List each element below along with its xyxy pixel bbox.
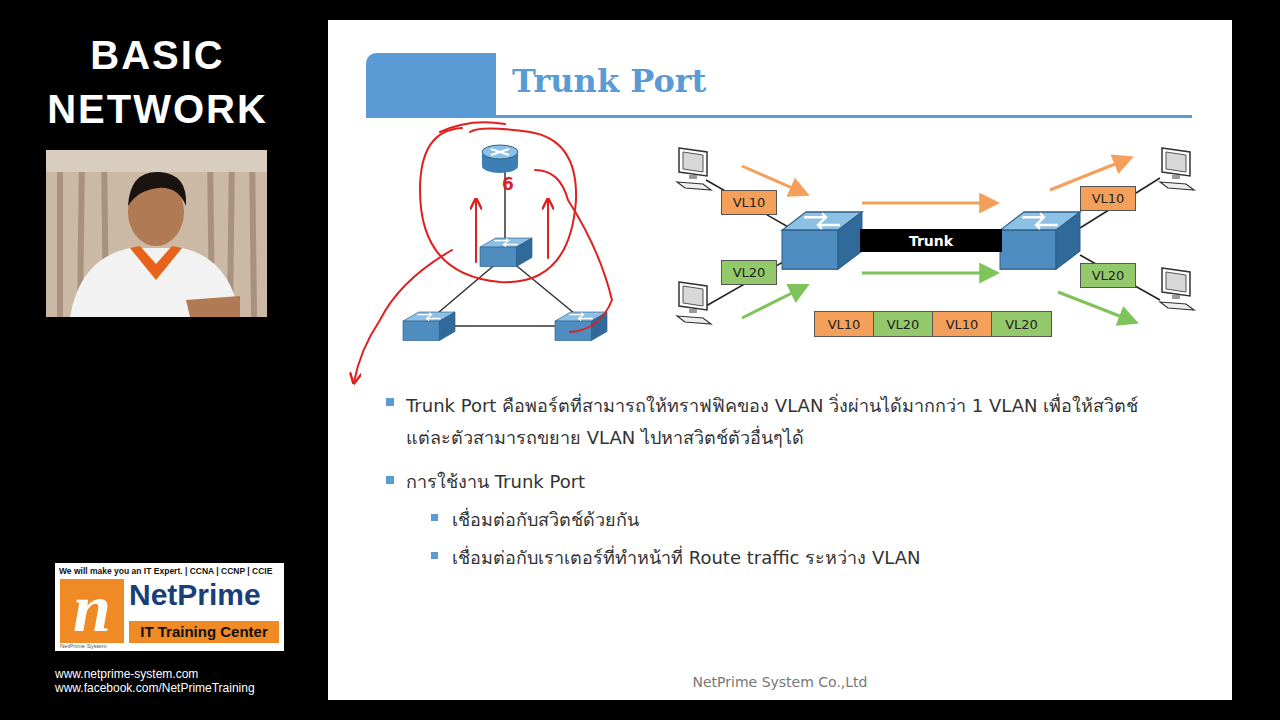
switch-symbol (782, 212, 862, 269)
access-link (1080, 255, 1160, 300)
box-text: VL10 (946, 317, 979, 332)
vlan-tag: VL10 (721, 190, 777, 215)
curtain-folds (60, 150, 254, 317)
pen-annotation (354, 122, 612, 382)
box-text: Trunk (909, 233, 953, 249)
switch-symbol (480, 238, 532, 267)
sub-bullet-text: เชื่อมต่อกับสวิตช์ด้วยกัน (452, 506, 1172, 534)
router-symbol (491, 149, 509, 155)
bullet-text: Trunk Port คือพอร์ตที่สามารถให้ทราฟฟิคขอ… (406, 390, 1181, 454)
pc-symbol (677, 282, 711, 324)
pen-loop (420, 128, 576, 282)
logo-name: NetPrime (129, 578, 261, 612)
traffic-arrow (1058, 292, 1135, 322)
link-line (440, 325, 565, 327)
title-rule (496, 115, 1192, 118)
shirt (70, 248, 240, 317)
frame-cell: VL10 (932, 311, 992, 337)
window-light (46, 150, 267, 172)
frame-cell: VL20 (873, 311, 933, 337)
access-link (1080, 178, 1160, 228)
router-symbol (482, 145, 518, 173)
hair (128, 172, 186, 206)
router-symbol (482, 145, 518, 159)
link-line (432, 262, 498, 318)
pc-symbol (1160, 148, 1194, 190)
vlan-tag: VL20 (721, 260, 777, 285)
traffic-arrow (742, 286, 806, 318)
collar (130, 246, 182, 280)
box-text: VL10 (733, 195, 766, 210)
box-text: VL20 (1005, 317, 1038, 332)
frame-cell: VL10 (814, 311, 874, 337)
traffic-arrow (862, 202, 996, 205)
box-text: VL10 (1092, 191, 1125, 206)
traffic-arrow (862, 272, 996, 275)
access-link (706, 180, 790, 228)
trunk-link: Trunk (860, 229, 1002, 252)
website-url: www.netprime-system.com (55, 667, 198, 681)
box-text: VL20 (1092, 268, 1125, 283)
pen-arrow (354, 250, 452, 382)
logo-tagline: We will make you an IT Expert. | CCNA | … (59, 566, 272, 576)
frame-cell: VL20 (991, 311, 1052, 337)
channel-heading: BASIC NETWORK (20, 28, 295, 136)
logo-small-text: NetPrime System (60, 643, 107, 649)
box-text: VL20 (733, 265, 766, 280)
box-text: VL10 (828, 317, 861, 332)
pc-symbol (677, 148, 711, 190)
sub-bullet-text: เชื่อมต่อกับเราเตอร์ที่ทำหน้าที่ Route t… (452, 544, 1172, 572)
box-text: VL20 (887, 317, 920, 332)
bullet-marker (386, 398, 394, 406)
logo-subtitle: IT Training Center (129, 621, 279, 643)
pc-symbol (1160, 268, 1194, 310)
pen-stroke (535, 170, 612, 332)
bullet-marker (386, 476, 394, 484)
switch-symbol (403, 312, 455, 341)
trunk-diagram (677, 148, 1194, 324)
slide-background (328, 20, 1232, 700)
vlan-tag: VL10 (1080, 186, 1136, 211)
pen-stroke (440, 122, 505, 132)
switch-symbol (1000, 212, 1080, 269)
curtain-background (46, 150, 267, 317)
pen-arrow (547, 200, 549, 258)
webcam-view (46, 150, 267, 317)
topology-sketch (403, 145, 607, 341)
facebook-url: www.facebook.com/NetPrimeTraining (55, 681, 255, 695)
switch-symbol (555, 312, 607, 341)
hand (186, 296, 240, 317)
pen-arrow (475, 200, 477, 262)
slide-footer: NetPrime System Co.,Ltd (580, 674, 980, 690)
bullet-marker (431, 514, 438, 521)
pen-number: 6 (502, 174, 514, 194)
vlan-tag: VL20 (1080, 263, 1136, 288)
logo-mark: n (60, 579, 124, 643)
slide-title: Trunk Port (512, 62, 706, 100)
bullet-text: การใช้งาน Trunk Port (406, 468, 1166, 496)
title-tab (366, 53, 496, 118)
bullet-marker (431, 552, 438, 559)
logo-box: We will make you an IT Expert. | CCNA | … (55, 563, 284, 651)
